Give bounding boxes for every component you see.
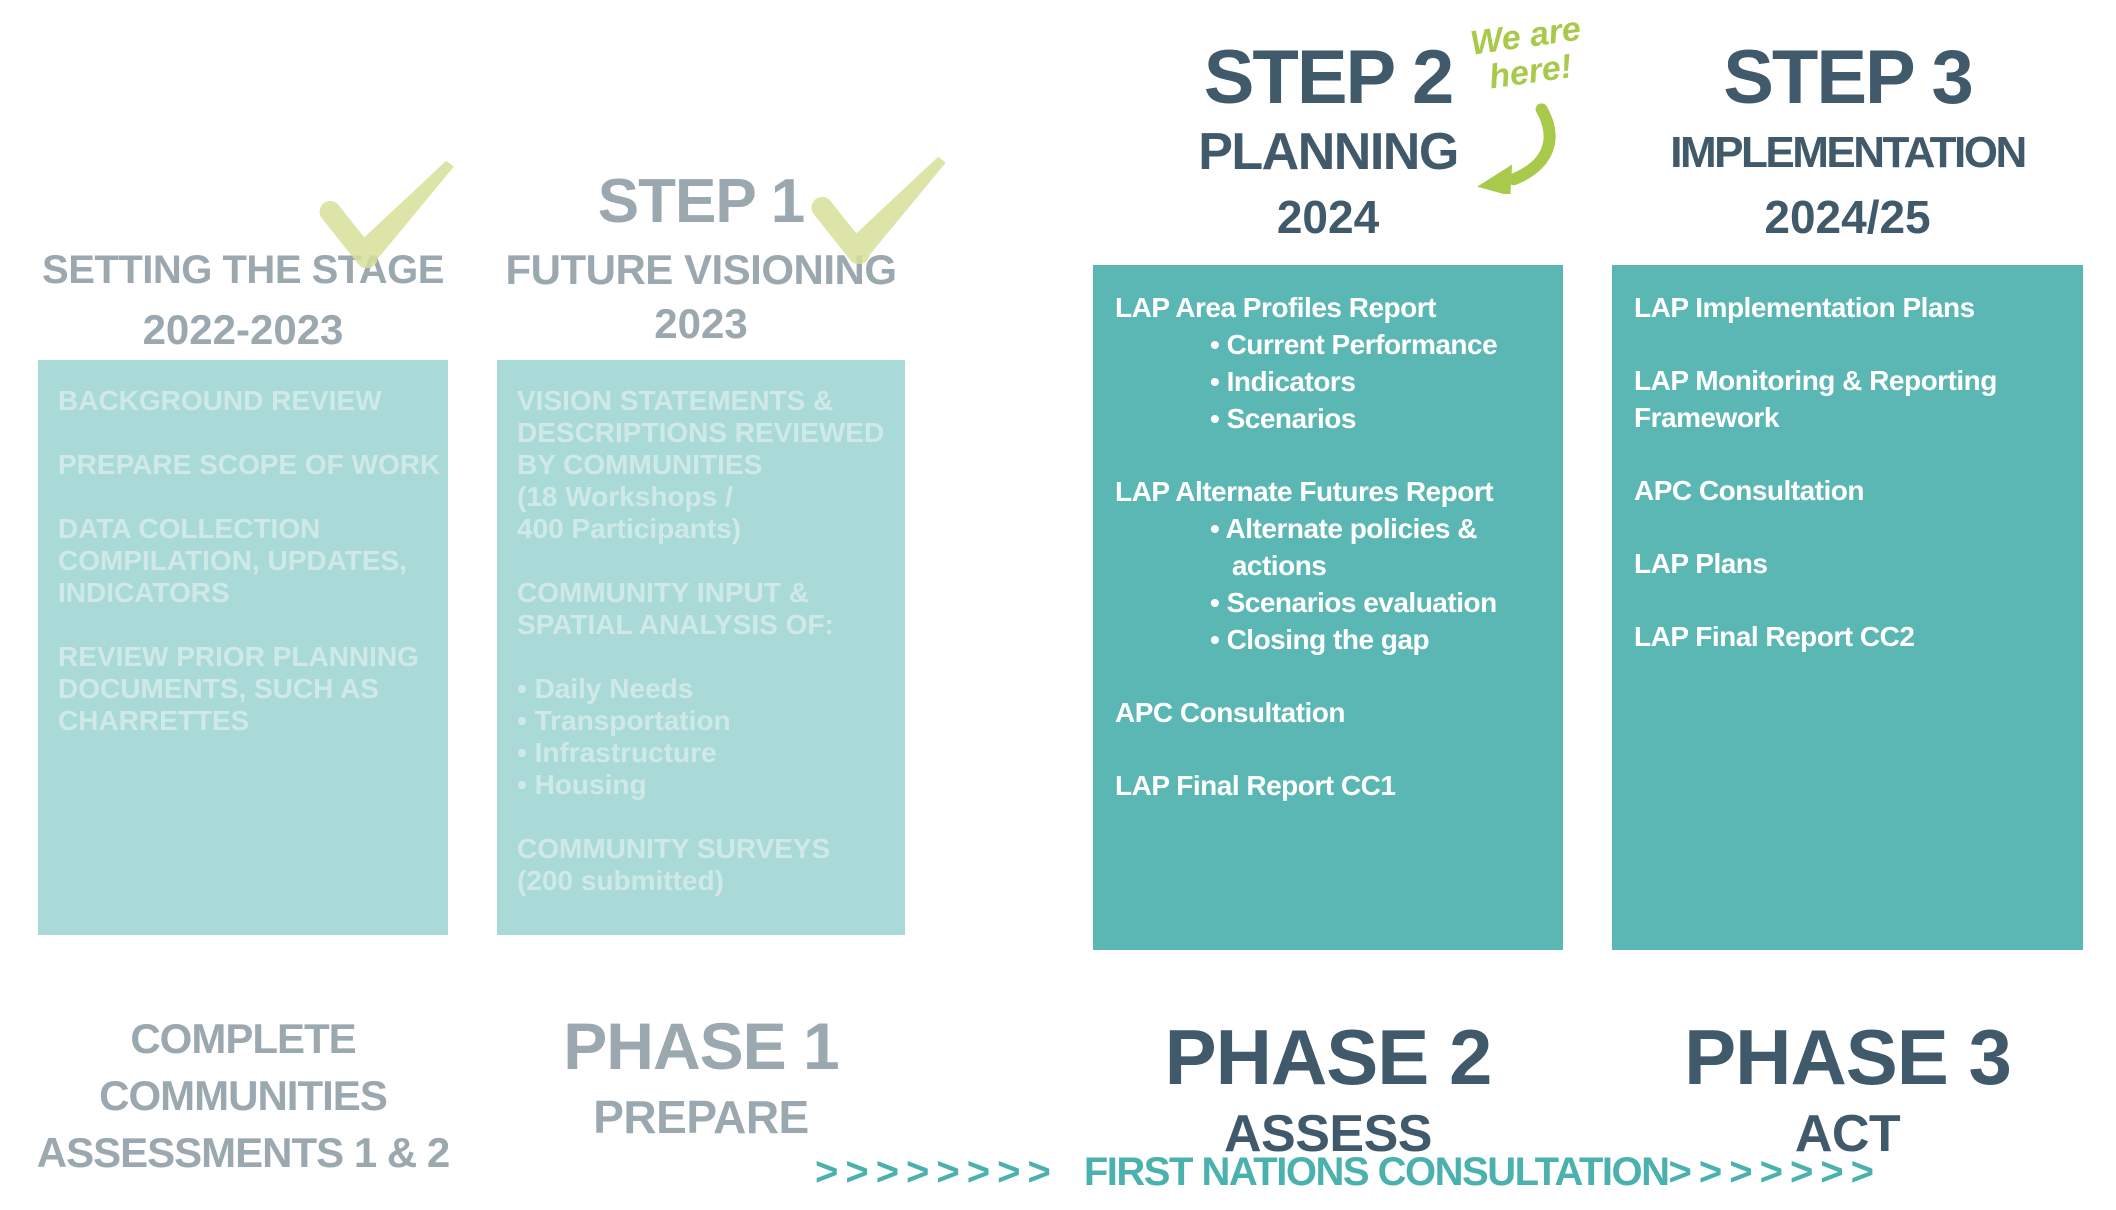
column2-title: FUTURE VISIONING: [505, 246, 897, 293]
box-paragraph: DATA COLLECTION COMPILATION, UPDATES, IN…: [58, 513, 407, 608]
box-bullet-list: • Current Performance • Indicators • Sce…: [1210, 329, 1498, 434]
column1-year: 2022-2023: [142, 306, 344, 353]
box-paragraph: LAP Area Profiles Report: [1115, 292, 1436, 323]
box-paragraph: PREPARE SCOPE OF WORK: [58, 449, 441, 480]
box-paragraph: REVIEW PRIOR PLANNING DOCUMENTS, SUCH AS…: [58, 641, 419, 736]
box-paragraph: LAP Alternate Futures Report: [1115, 476, 1494, 507]
column1-footer: COMPLETE COMMUNITIES ASSESSMENTS 1 & 2: [36, 1015, 450, 1176]
box-paragraph: LAP Final Report CC2: [1634, 621, 1915, 652]
consultation-label: FIRST NATIONS CONSULTATION: [1083, 1150, 1670, 1194]
we-are-here-label: We are here!: [1467, 9, 1584, 97]
column2-phase-label: PHASE 1: [563, 1009, 839, 1083]
column4-phase-word: ACT: [1794, 1105, 1901, 1163]
column4-step-label: STEP 3: [1723, 35, 1974, 120]
we-are-here-arrow-icon: [1477, 103, 1556, 194]
first-nations-consultation-banner: >>>>>>>> FIRST NATIONS CONSULTATION>>>>>>…: [798, 1150, 1898, 1195]
box-paragraph: APC Consultation: [1115, 697, 1346, 728]
box-paragraph: LAP Final Report CC1: [1115, 770, 1396, 801]
box-paragraph: BACKGROUND REVIEW: [58, 385, 382, 416]
column2-phase-word: PREPARE: [593, 1091, 809, 1143]
column4-box: LAP Implementation Plans LAP Monitoring …: [1612, 265, 2083, 950]
column3-box: LAP Area Profiles Report • Current Perfo…: [1093, 265, 1563, 950]
box-paragraph: • Daily Needs • Transportation • Infrast…: [517, 673, 731, 800]
column2-year: 2023: [654, 300, 748, 347]
box-paragraph: VISION STATEMENTS & DESCRIPTIONS REVIEWE…: [517, 385, 885, 544]
box-paragraph: COMMUNITY SURVEYS (200 submitted): [517, 833, 831, 896]
check-icon: [319, 160, 454, 268]
box-paragraph: LAP Implementation Plans: [1634, 292, 1975, 323]
chevrons-right: >>>>>>>: [1668, 1150, 1882, 1194]
column2-step-label: STEP 1: [597, 167, 806, 236]
chevrons-left: >>>>>>>>: [814, 1150, 1058, 1194]
column3-title: PLANNING: [1198, 123, 1459, 181]
box-bullet-list: • Alternate policies & actions • Scenari…: [1210, 513, 1497, 655]
box-paragraph: COMMUNITY INPUT & SPATIAL ANALYSIS OF:: [517, 577, 834, 640]
column3-step-label: STEP 2: [1203, 35, 1455, 120]
column1-box: BACKGROUND REVIEW PREPARE SCOPE OF WORK …: [38, 360, 448, 935]
column3-phase-label: PHASE 2: [1164, 1013, 1493, 1101]
column4-year: 2024/25: [1764, 191, 1931, 243]
column2-box: VISION STATEMENTS & DESCRIPTIONS REVIEWE…: [497, 360, 905, 935]
column3-year: 2024: [1276, 191, 1380, 243]
box-paragraph: LAP Monitoring & Reporting Framework: [1634, 365, 1997, 433]
box-paragraph: APC Consultation: [1634, 475, 1865, 506]
box-paragraph: LAP Plans: [1634, 548, 1768, 579]
column3-phase-word: ASSESS: [1224, 1105, 1432, 1163]
check-icon: [811, 156, 946, 264]
column4-phase-label: PHASE 3: [1684, 1013, 2012, 1101]
column4-title: IMPLEMENTATION: [1670, 128, 2027, 177]
